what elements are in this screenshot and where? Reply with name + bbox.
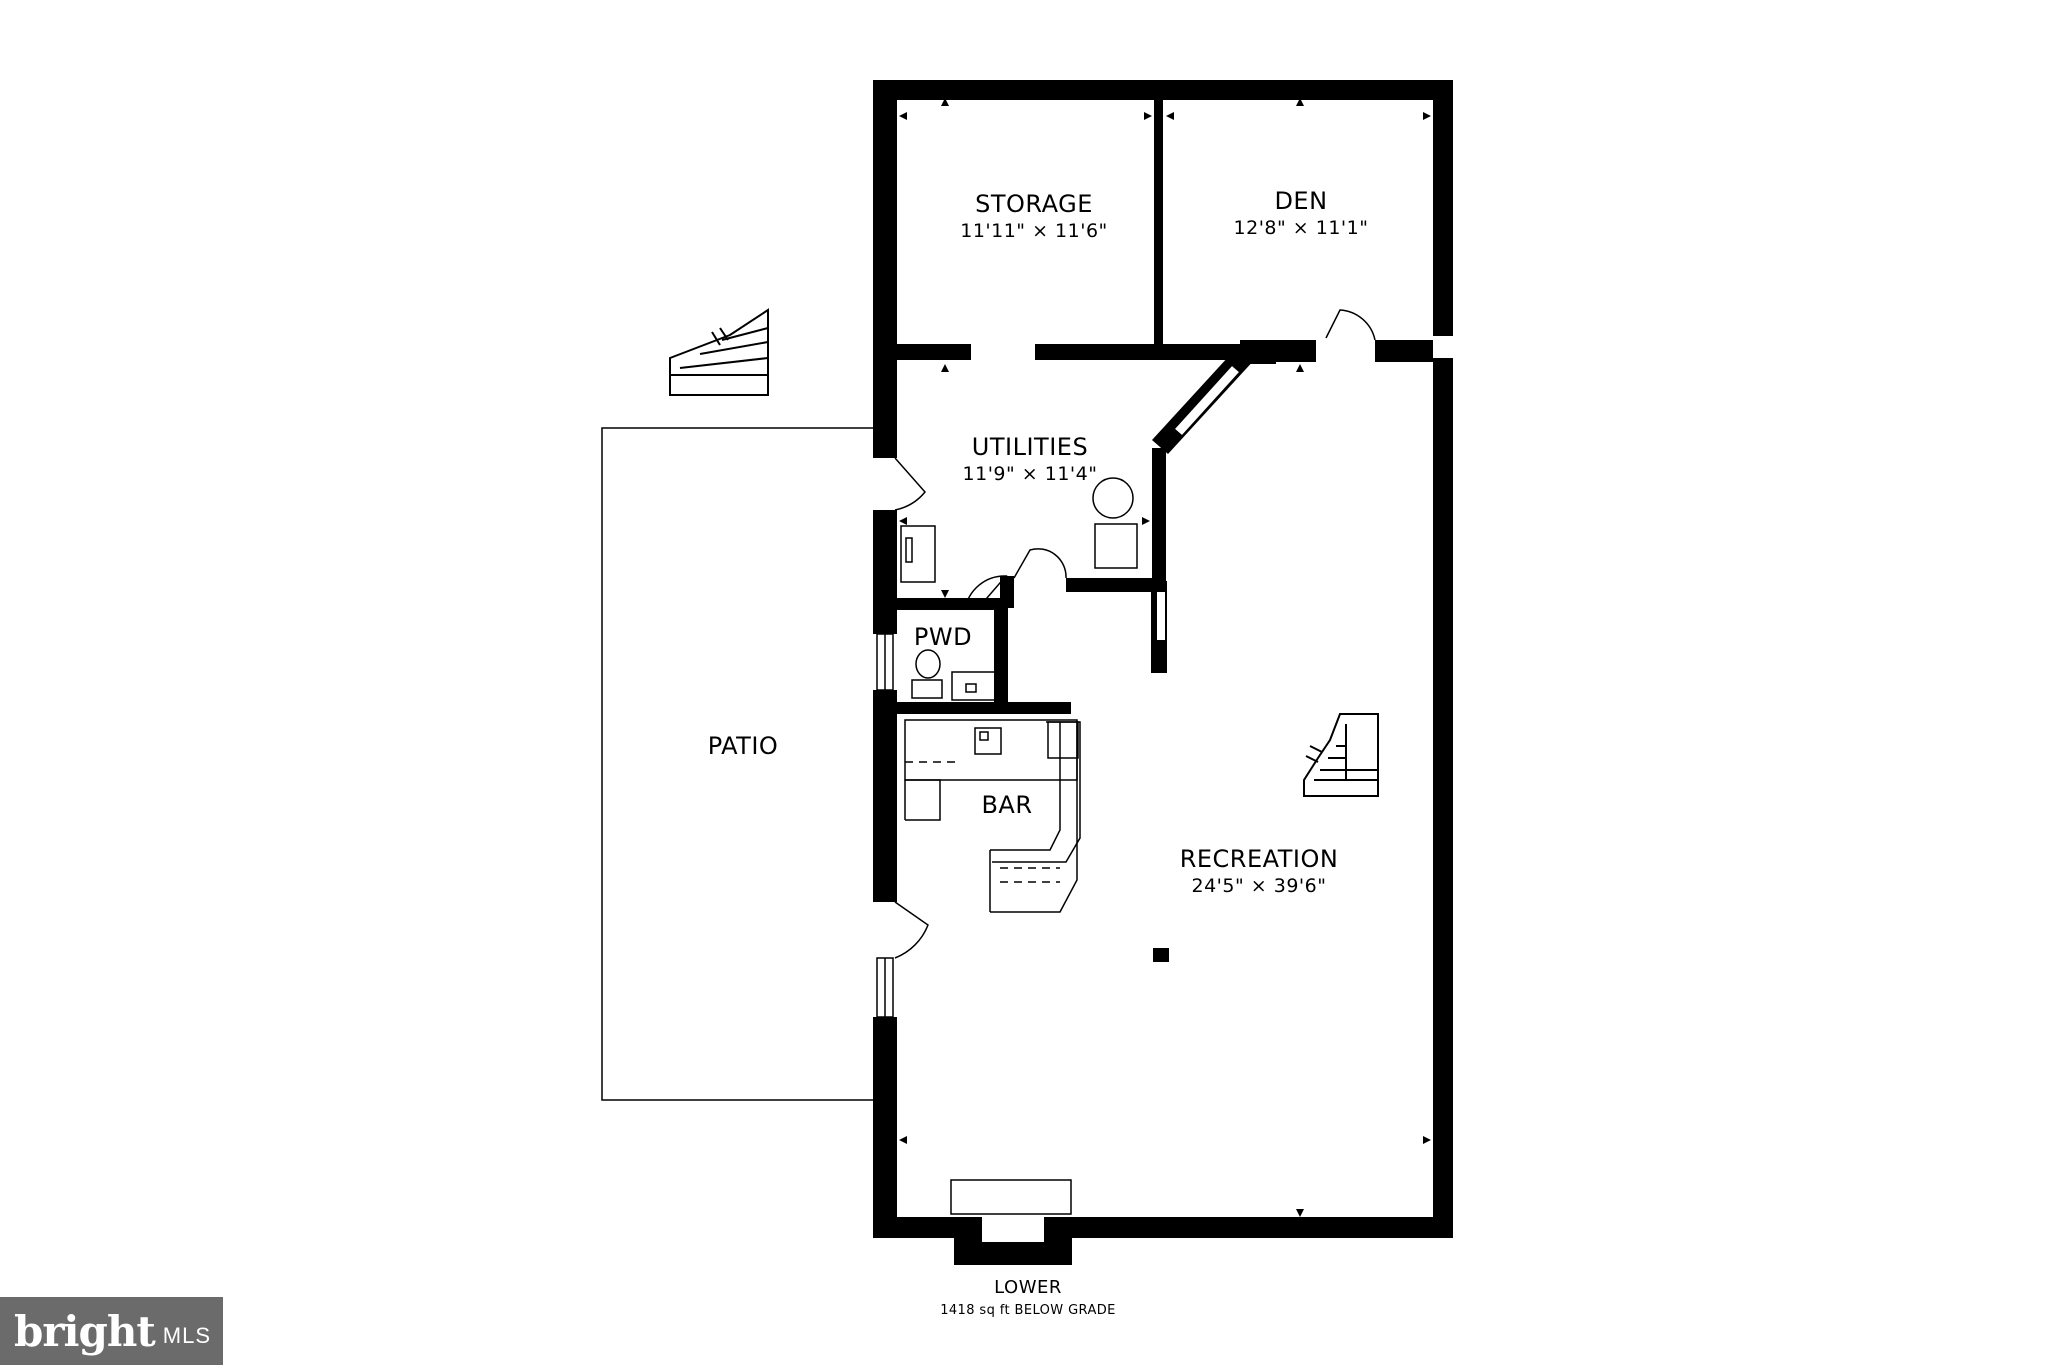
fireplace-hearth xyxy=(950,1179,1072,1215)
room-utilities-dims: 11'9" × 11'4" xyxy=(962,463,1098,485)
door-swings xyxy=(894,309,1376,959)
room-utilities: UTILITIES 11'9" × 11'4" xyxy=(963,432,1098,486)
fireplace-opening xyxy=(982,1212,1044,1242)
room-patio: PATIO xyxy=(708,731,779,761)
room-den: DEN 12'8" × 11'1" xyxy=(1234,186,1369,240)
fixtures xyxy=(900,477,1138,701)
room-storage: STORAGE 11'11" × 11'6" xyxy=(960,189,1108,243)
column xyxy=(1153,948,1169,962)
room-pwd-name: PWD xyxy=(913,623,973,651)
room-bar-name: BAR xyxy=(981,791,1033,819)
room-recreation-dims: 24'5" × 39'6" xyxy=(1191,875,1327,897)
room-recreation-name: RECREATION xyxy=(1179,845,1339,873)
exterior-stair xyxy=(669,308,769,396)
room-utilities-name: UTILITIES xyxy=(971,433,1089,461)
room-bar: BAR xyxy=(981,790,1032,820)
room-den-dims: 12'8" × 11'1" xyxy=(1233,217,1369,239)
logo-suffix: MLS xyxy=(162,1323,212,1348)
floor-area: 1418 sq ft BELOW GRADE xyxy=(940,1303,1116,1318)
bright-mls-logo: bright MLS xyxy=(0,1297,223,1365)
interior-stair xyxy=(1303,713,1379,797)
exterior-windows xyxy=(876,633,894,1018)
bar-counter xyxy=(904,719,1081,913)
room-den-name: DEN xyxy=(1274,187,1328,215)
patio-outline xyxy=(601,427,873,1101)
room-pwd: PWD xyxy=(914,622,972,652)
room-storage-dims: 11'11" × 11'6" xyxy=(960,220,1108,242)
logo-brand: bright xyxy=(14,1306,156,1356)
room-patio-name: PATIO xyxy=(707,732,779,760)
angled-window xyxy=(1172,363,1242,438)
room-storage-name: STORAGE xyxy=(975,190,1093,218)
room-recreation: RECREATION 24'5" × 39'6" xyxy=(1180,844,1339,898)
dimension-markers xyxy=(899,98,1431,1217)
floor-name: LOWER xyxy=(994,1277,1062,1298)
